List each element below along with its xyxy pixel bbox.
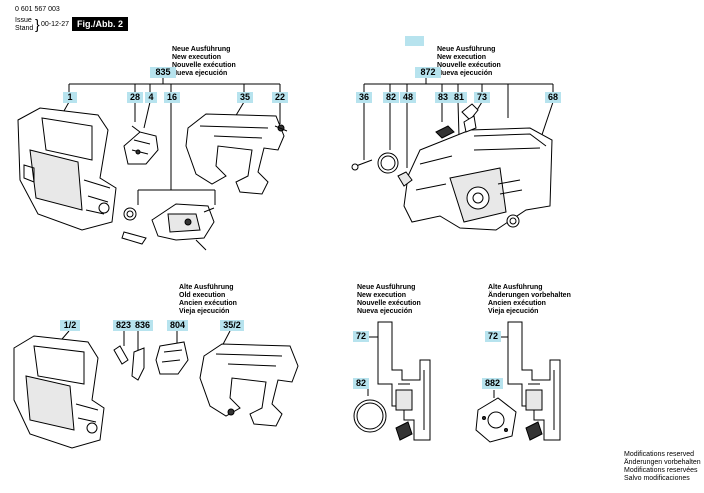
part-label: 35 bbox=[237, 92, 253, 103]
issue-date: 00-12-27 bbox=[41, 21, 70, 28]
doc-number: 0 601 567 003 bbox=[15, 6, 60, 13]
part-label: 28 bbox=[127, 92, 143, 103]
part-label: 36 bbox=[356, 92, 372, 103]
part-label: 804 bbox=[167, 320, 188, 331]
part-label: 4 bbox=[145, 92, 157, 103]
notice-line: Modifications reservées bbox=[624, 467, 698, 474]
heading-line: Old execution bbox=[179, 292, 226, 299]
assembly-label: 872 bbox=[415, 67, 441, 78]
notice-line: Modifications reserved bbox=[624, 451, 695, 458]
figure-label: Fig./Abb. 2 bbox=[72, 17, 128, 31]
gear-assembly-part bbox=[121, 203, 215, 251]
part-label: 836 bbox=[132, 320, 153, 331]
part-label: 81 bbox=[451, 92, 467, 103]
old-gear-housing-section bbox=[475, 321, 561, 443]
heading-line: Ancien exécution bbox=[488, 300, 546, 307]
modifications-notice: Modifications reserved Änderungen vorbeh… bbox=[624, 451, 701, 483]
heading-line: New execution bbox=[172, 54, 222, 61]
part-label: 68 bbox=[545, 92, 561, 103]
part-label: 1 bbox=[63, 92, 77, 103]
screw-part bbox=[351, 159, 373, 171]
highlight-marker bbox=[405, 36, 424, 46]
heading-line: Vieja ejecución bbox=[488, 308, 539, 315]
leader-lines-top-left bbox=[59, 78, 281, 205]
heading-line: Neue Ausführung bbox=[172, 46, 231, 53]
part-label: 823 bbox=[113, 320, 134, 331]
heading-line: Ancien exécution bbox=[179, 300, 237, 307]
stand-label: Stand bbox=[15, 25, 34, 32]
part-label: 882 bbox=[482, 378, 503, 389]
cover-plate-part bbox=[435, 103, 479, 139]
part-label: 35/2 bbox=[220, 320, 244, 331]
part-label: 16 bbox=[164, 92, 180, 103]
new-gear-housing-section bbox=[353, 321, 431, 441]
heading-bottom-middle: Neue Ausführung New execution Nouvelle e… bbox=[357, 284, 421, 316]
assembly-label: 835 bbox=[150, 67, 176, 78]
part-label: 72 bbox=[485, 331, 501, 342]
part-label: 82 bbox=[383, 92, 399, 103]
heading-top-right: Neue Ausführung New execution Nouvelle e… bbox=[437, 46, 501, 78]
brace: } bbox=[35, 16, 40, 32]
heading-line: Nouvelle exécution bbox=[172, 62, 236, 69]
issue-label: Issue bbox=[15, 17, 32, 24]
heading-line: Neue Ausführung bbox=[437, 46, 496, 53]
heading-line: New execution bbox=[437, 54, 487, 61]
gear-housing-part bbox=[403, 127, 553, 231]
handle-part bbox=[185, 113, 288, 195]
heading-line: New execution bbox=[357, 292, 407, 299]
switch-part bbox=[123, 125, 159, 165]
heading-line: Nouvelle exécution bbox=[357, 300, 421, 307]
heading-line: Nueva ejecución bbox=[172, 70, 228, 77]
heading-line: Alte Ausführung bbox=[179, 284, 234, 291]
heading-line: Änderungen vorbehalten bbox=[488, 292, 571, 299]
notice-line: Salvo modificaciones bbox=[624, 475, 690, 482]
heading-bottom-right: Alte Ausführung Änderungen vorbehalten A… bbox=[488, 284, 571, 316]
part-label: 1/2 bbox=[60, 320, 80, 331]
notice-line: Änderungen vorbehalten bbox=[624, 459, 701, 466]
heading-line: Nueva ejecución bbox=[437, 70, 493, 77]
part-label: 73 bbox=[474, 92, 490, 103]
heading-top-left: Neue Ausführung New execution Nouvelle e… bbox=[172, 46, 236, 78]
o-ring-part bbox=[377, 152, 399, 174]
heading-line: Nueva ejecución bbox=[357, 308, 413, 315]
part-label: 72 bbox=[353, 331, 369, 342]
part-label: 22 bbox=[272, 92, 288, 103]
heading-line: Neue Ausführung bbox=[357, 284, 416, 291]
part-label: 48 bbox=[400, 92, 416, 103]
heading-line: Alte Ausführung bbox=[488, 284, 543, 291]
old-handle-part bbox=[199, 343, 299, 427]
heading-line: Nouvelle exécution bbox=[437, 62, 501, 69]
part-label: 82 bbox=[353, 378, 369, 389]
part-label: 83 bbox=[435, 92, 451, 103]
old-switch-parts bbox=[113, 341, 189, 381]
old-motor-housing-part bbox=[13, 335, 105, 449]
motor-housing-part bbox=[17, 107, 117, 231]
bearing-part bbox=[397, 171, 520, 228]
heading-line: Vieja ejecución bbox=[179, 308, 230, 315]
heading-bottom-left: Alte Ausführung Old execution Ancien exé… bbox=[179, 284, 237, 316]
